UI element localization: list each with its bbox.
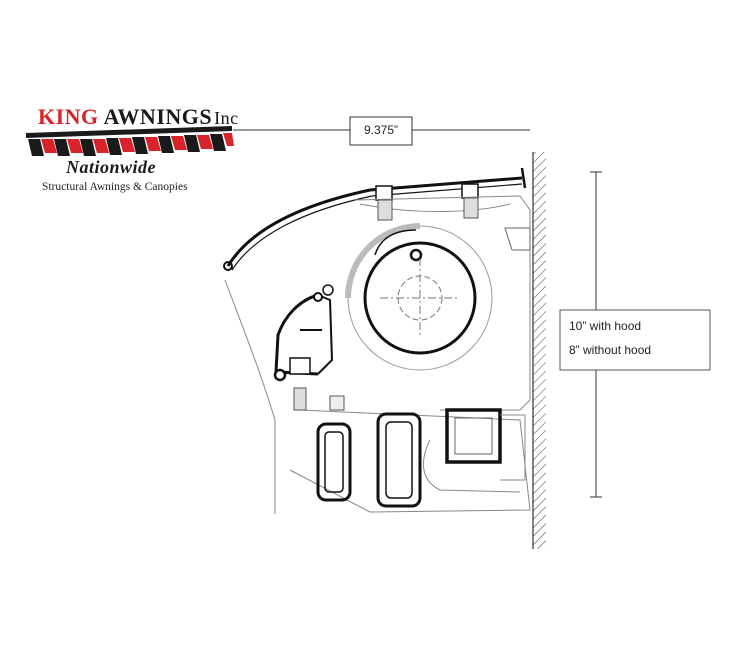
bolt-icon [293, 197, 479, 411]
arm-profile-right [376, 412, 422, 508]
front-bar [273, 284, 334, 382]
wall [532, 152, 546, 549]
height-with-hood-label: 10” with hood [569, 319, 642, 333]
roller-tube [345, 223, 493, 371]
logo-king-text: KING [38, 104, 99, 129]
mounting-bracket [422, 414, 526, 493]
height-label-box [559, 309, 711, 371]
logo-awning-stripes-icon [26, 126, 234, 156]
width-dimension-line [233, 116, 530, 146]
logo-inc-text: Inc [214, 108, 239, 128]
hood [223, 167, 527, 271]
logo-nationwide-text: Nationwide [66, 157, 157, 177]
square-torsion-bar [445, 408, 502, 464]
logo-awnings-text: AWNINGS [103, 104, 213, 129]
width-label-box [349, 116, 413, 146]
width-dimension-label: 9.375” [363, 123, 399, 137]
logo-tagline-text: Structural Awnings & Canopies [42, 181, 188, 193]
height-without-hood-label: 8” without hood [569, 343, 652, 357]
arm-profile-left [316, 422, 352, 502]
height-dimension-line [559, 171, 711, 498]
